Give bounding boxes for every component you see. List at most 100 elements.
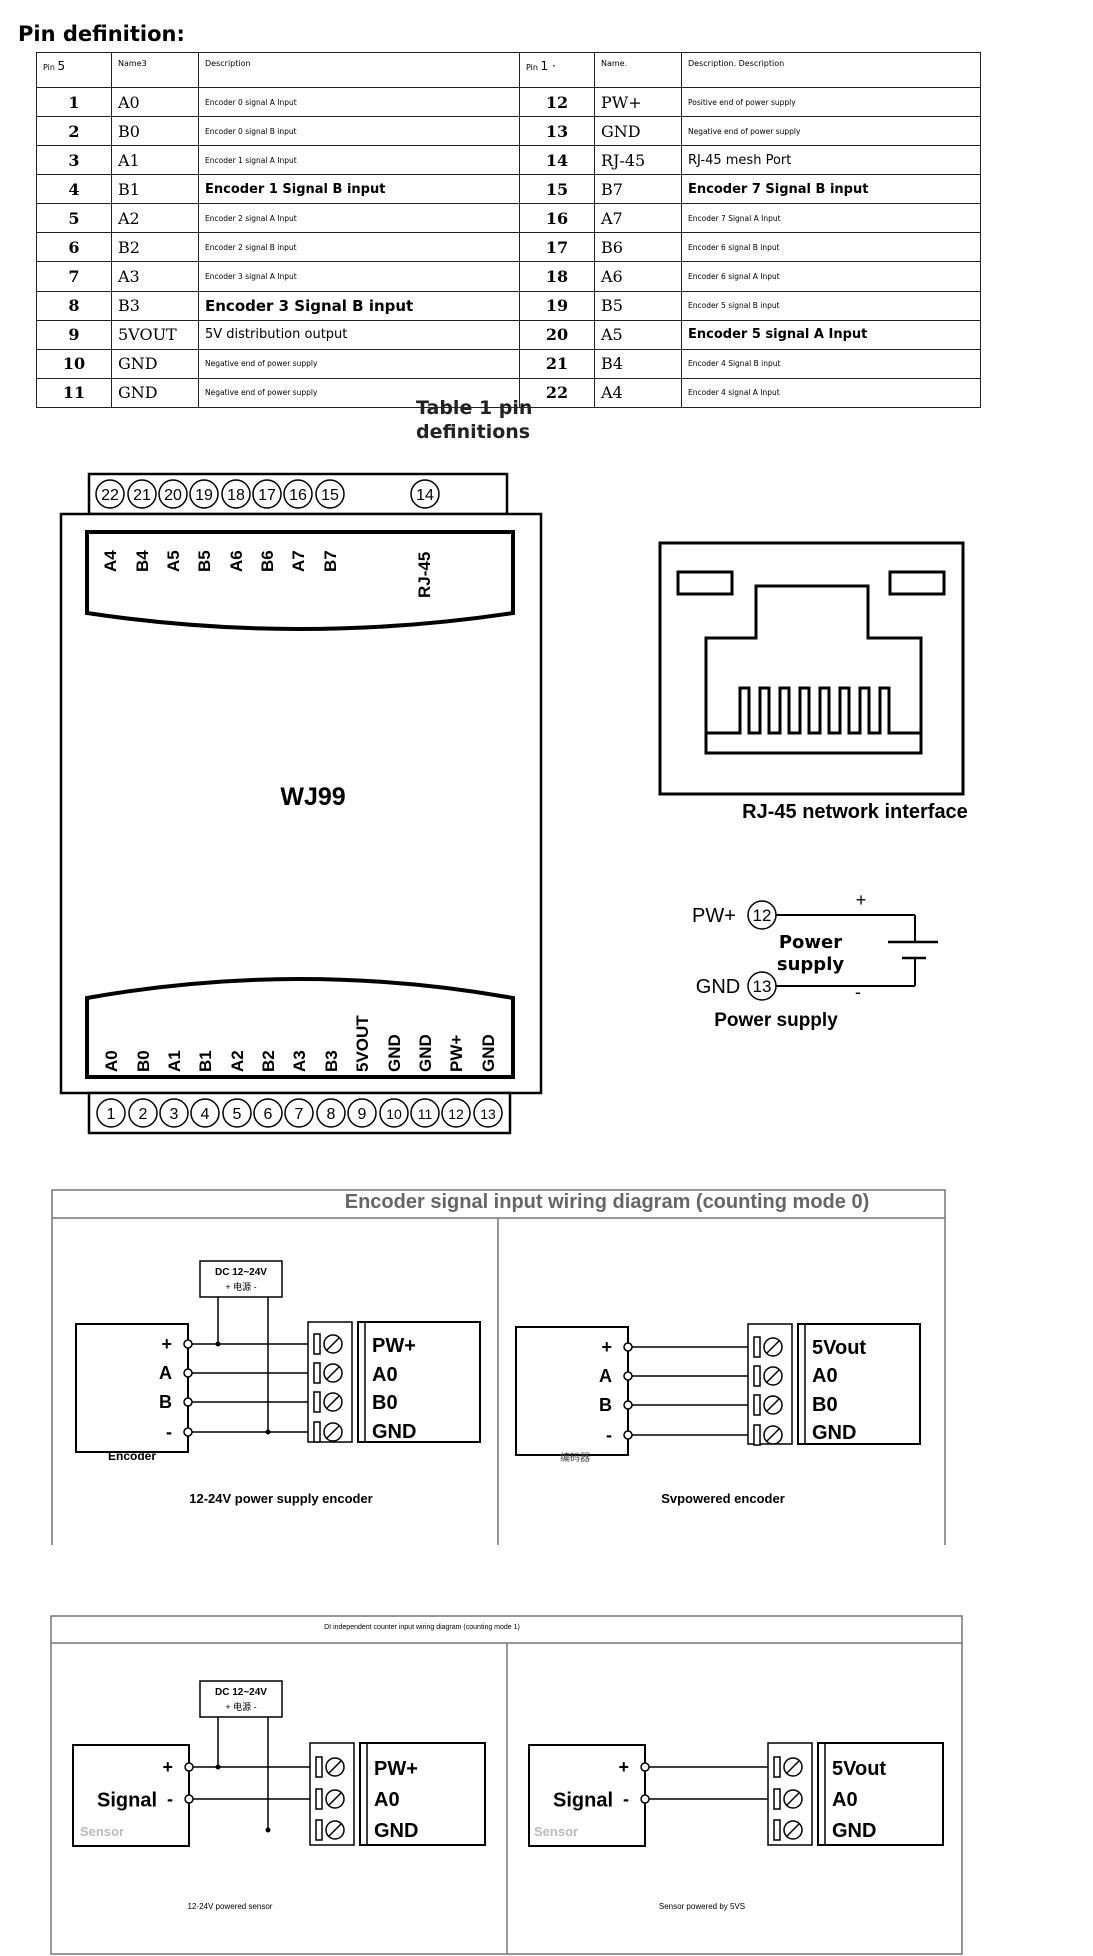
rj45-top-label: RJ-45 [415, 552, 434, 598]
pin-description: Encoder 7 Signal B input [681, 174, 981, 205]
pin-number: 2 [139, 1106, 148, 1123]
pin-description: Encoder 7 Signal A Input [681, 203, 981, 234]
page-heading: Pin definition: [18, 22, 185, 46]
terminal-label: 5Vout [832, 1758, 886, 1780]
pin-description: 5V distribution output [198, 319, 520, 350]
pin-circle [315, 479, 345, 509]
pin-circle [189, 479, 219, 509]
pin-circle [441, 1098, 471, 1128]
pin-circle [473, 1098, 503, 1128]
pin-number: 12 [448, 1106, 464, 1122]
header-pin-left: Pin 5 [36, 52, 112, 88]
pin-number: 5 [233, 1106, 242, 1123]
bottom-pin-label: A1 [165, 1050, 184, 1072]
terminal-label-box [817, 1742, 944, 1846]
pin-description: Encoder 4 signal A Input [681, 377, 981, 409]
device-pin-label: A [599, 1366, 612, 1386]
pin-circle [158, 479, 188, 509]
pin-description: Encoder 2 signal A Input [198, 203, 520, 234]
terminal-label: PW+ [374, 1758, 418, 1780]
bottom-pin-label: B3 [322, 1050, 341, 1072]
pin-number: 20 [164, 487, 182, 504]
pin-number: 5 [36, 203, 112, 234]
pin-name: A2 [111, 203, 199, 234]
terminal-label: GND [832, 1820, 876, 1842]
pin-number: 17 [258, 487, 276, 504]
header-name-right: Name. [594, 52, 682, 88]
terminal-label: 5Vout [812, 1337, 866, 1359]
rj45-port-drawing [658, 541, 965, 796]
encoder-wiring-diagram: Encoder signal input wiring diagram (cou… [51, 1189, 946, 1545]
svg-text:DC 12~24V: DC 12~24V [215, 1267, 267, 1278]
terminal-label: B0 [372, 1392, 398, 1414]
pin-number: 21 [519, 348, 595, 379]
signal-label: Signal [97, 1790, 157, 1812]
top-pin-label: B6 [258, 550, 277, 572]
device-name-label: Encoder [108, 1449, 156, 1463]
pin-name: 5VOUT [111, 319, 199, 350]
device-pin-label: + [601, 1337, 612, 1357]
pin-number: 17 [519, 232, 595, 263]
pin-number: 18 [519, 261, 595, 292]
pin-name: A1 [111, 145, 199, 176]
top-pin-label: A4 [101, 550, 120, 572]
pin-name: B5 [594, 290, 682, 321]
bottom-pin-label: A0 [102, 1050, 121, 1072]
pin-circle [316, 1098, 346, 1128]
panel-caption: Svpowered encoder [661, 1491, 785, 1506]
terminal-label: A0 [812, 1365, 838, 1387]
bottom-label-panel [85, 977, 515, 1079]
pin-circle [221, 479, 251, 509]
bottom-pin-label: GND [385, 1034, 404, 1072]
pin-number: 9 [36, 319, 112, 350]
top-label-panel [85, 530, 515, 631]
terminal-label-box [797, 1323, 921, 1445]
pin-number: 1 [36, 86, 112, 118]
pin-name: B1 [111, 174, 199, 205]
pin-description: Encoder 1 Signal B input [198, 174, 520, 205]
pin-name: B7 [594, 174, 682, 205]
svg-text:GND: GND [696, 976, 740, 998]
pin-description: Encoder 6 signal A Input [681, 261, 981, 292]
pin-name: B6 [594, 232, 682, 263]
pin-description: Encoder 6 signal B input [681, 232, 981, 263]
pin-number: 15 [321, 487, 339, 504]
pin-circle [284, 1098, 314, 1128]
device-pin-label: - [167, 1789, 173, 1809]
pin-number: 14 [416, 487, 434, 504]
pin-number: 19 [195, 487, 213, 504]
pin-description: RJ-45 mesh Port [681, 145, 981, 176]
pin-number: 14 [519, 145, 595, 176]
device-name-label: Sensor [534, 1824, 578, 1839]
pin-number: 1 [107, 1106, 116, 1123]
bottom-pin-label: 5VOUT [353, 1015, 372, 1072]
pin-circle [222, 1098, 252, 1128]
terminal-label-box [357, 1321, 481, 1443]
top-pin-label: B7 [321, 550, 340, 572]
pin-description: Negative end of power supply [198, 348, 520, 379]
pin-name: GND [594, 116, 682, 147]
top-pin-label: A6 [227, 550, 246, 572]
pin-description: Encoder 0 signal A Input [198, 86, 520, 118]
pin-number: 10 [386, 1106, 402, 1122]
panel-caption: 12-24V power supply encoder [189, 1491, 373, 1506]
pin-number: 3 [36, 145, 112, 176]
pin-number: 4 [201, 1106, 210, 1123]
pin-number: 4 [36, 174, 112, 205]
device-name-label: Sensor [80, 1824, 124, 1839]
terminal-label: GND [374, 1820, 418, 1842]
pin-name: RJ-45 [594, 145, 682, 176]
pin-number: 9 [358, 1106, 367, 1123]
svg-text:12: 12 [753, 906, 772, 925]
pin-description: Encoder 1 signal A Input [198, 145, 520, 176]
panel-caption: 12-24V powered sensor [188, 1902, 273, 1911]
